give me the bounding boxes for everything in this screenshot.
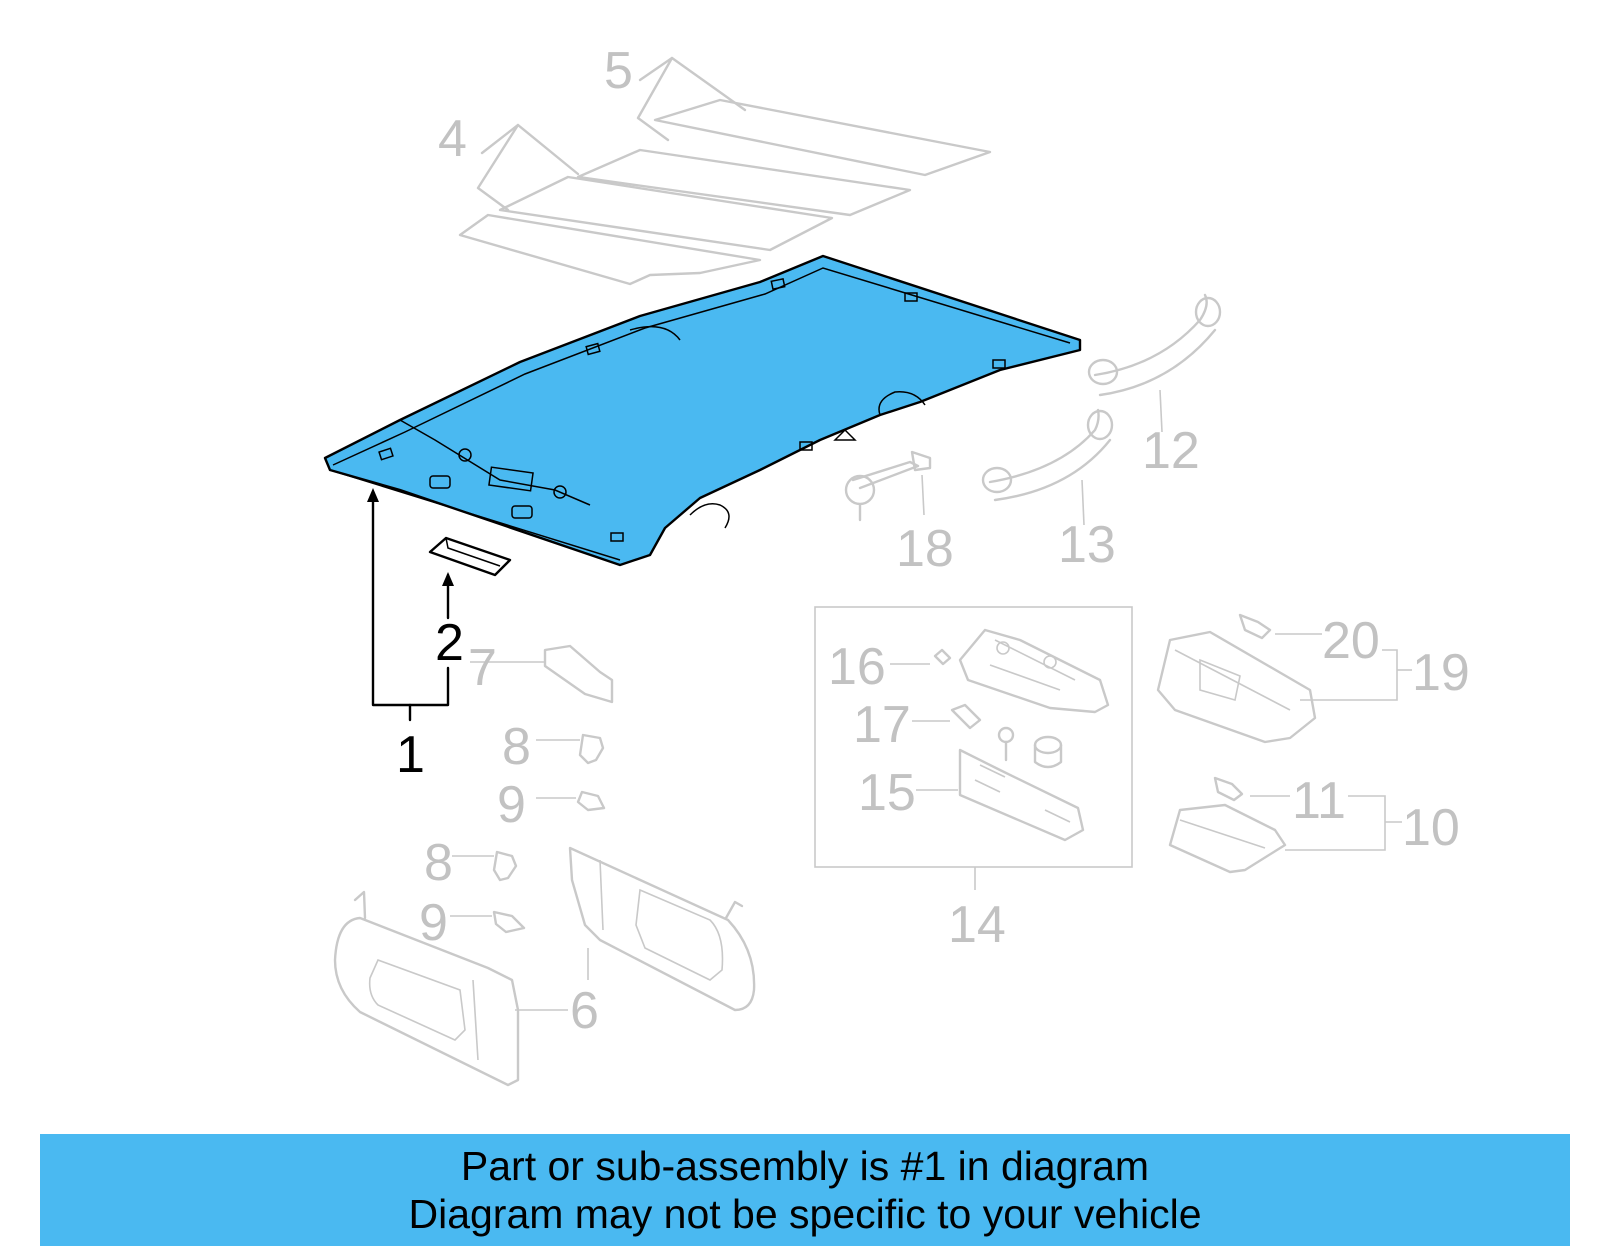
callout-8-lower[interactable]: 8 xyxy=(424,834,453,892)
part-5-insulation[interactable] xyxy=(576,98,992,217)
leaders-4-5 xyxy=(476,56,747,212)
banner-line-1: Part or sub-assembly is #1 in diagram xyxy=(460,1143,1150,1189)
callout-17[interactable]: 17 xyxy=(853,696,911,754)
part-12-grab-handle[interactable] xyxy=(1087,293,1222,433)
part-6-sunvisor-right[interactable] xyxy=(568,846,756,1012)
part-10-lamp[interactable] xyxy=(1168,776,1402,874)
part-1-headliner[interactable] xyxy=(323,254,1082,567)
part-13-grab-handle[interactable] xyxy=(981,408,1114,526)
callout-9-upper[interactable]: 9 xyxy=(497,776,526,834)
part-14-dome-lamp-assembly[interactable] xyxy=(814,606,1133,890)
callout-12[interactable]: 12 xyxy=(1142,422,1200,480)
part-19-lamp[interactable] xyxy=(1156,613,1412,744)
part-6-sunvisor-left[interactable] xyxy=(333,890,520,1087)
leaders-1-2 xyxy=(367,488,454,722)
callout-19[interactable]: 19 xyxy=(1412,644,1470,702)
part-9-clip-lower[interactable] xyxy=(450,910,526,934)
part-18-clip[interactable] xyxy=(844,450,932,522)
callout-10[interactable]: 10 xyxy=(1402,799,1460,857)
part-8-clip-lower[interactable] xyxy=(452,850,518,882)
callout-2[interactable]: 2 xyxy=(435,614,464,672)
part-8-clip-upper[interactable] xyxy=(536,733,605,765)
callout-6[interactable]: 6 xyxy=(570,982,599,1040)
part-9-clip-upper[interactable] xyxy=(536,790,606,812)
callout-1[interactable]: 1 xyxy=(396,726,425,784)
callout-4[interactable]: 4 xyxy=(438,110,467,168)
callout-16[interactable]: 16 xyxy=(828,638,886,696)
part-7-trim[interactable] xyxy=(470,644,614,704)
callout-13[interactable]: 13 xyxy=(1058,516,1116,574)
part-2-bracket[interactable] xyxy=(428,536,512,577)
callout-9-lower[interactable]: 9 xyxy=(419,894,448,952)
callout-8-upper[interactable]: 8 xyxy=(502,718,531,776)
callout-11[interactable]: 11 xyxy=(1292,772,1346,830)
leaders-6 xyxy=(515,948,589,1011)
banner-line-2: Diagram may not be specific to your vehi… xyxy=(408,1191,1202,1237)
part-4-insulation[interactable] xyxy=(458,175,834,286)
callout-18[interactable]: 18 xyxy=(896,520,954,578)
info-banner: Part or sub-assembly is #1 in diagram Di… xyxy=(40,1134,1570,1246)
callout-14[interactable]: 14 xyxy=(948,896,1006,954)
callout-7[interactable]: 7 xyxy=(468,639,497,697)
callout-20[interactable]: 20 xyxy=(1322,612,1380,670)
callout-5[interactable]: 5 xyxy=(604,42,633,100)
callout-15[interactable]: 15 xyxy=(858,764,916,822)
